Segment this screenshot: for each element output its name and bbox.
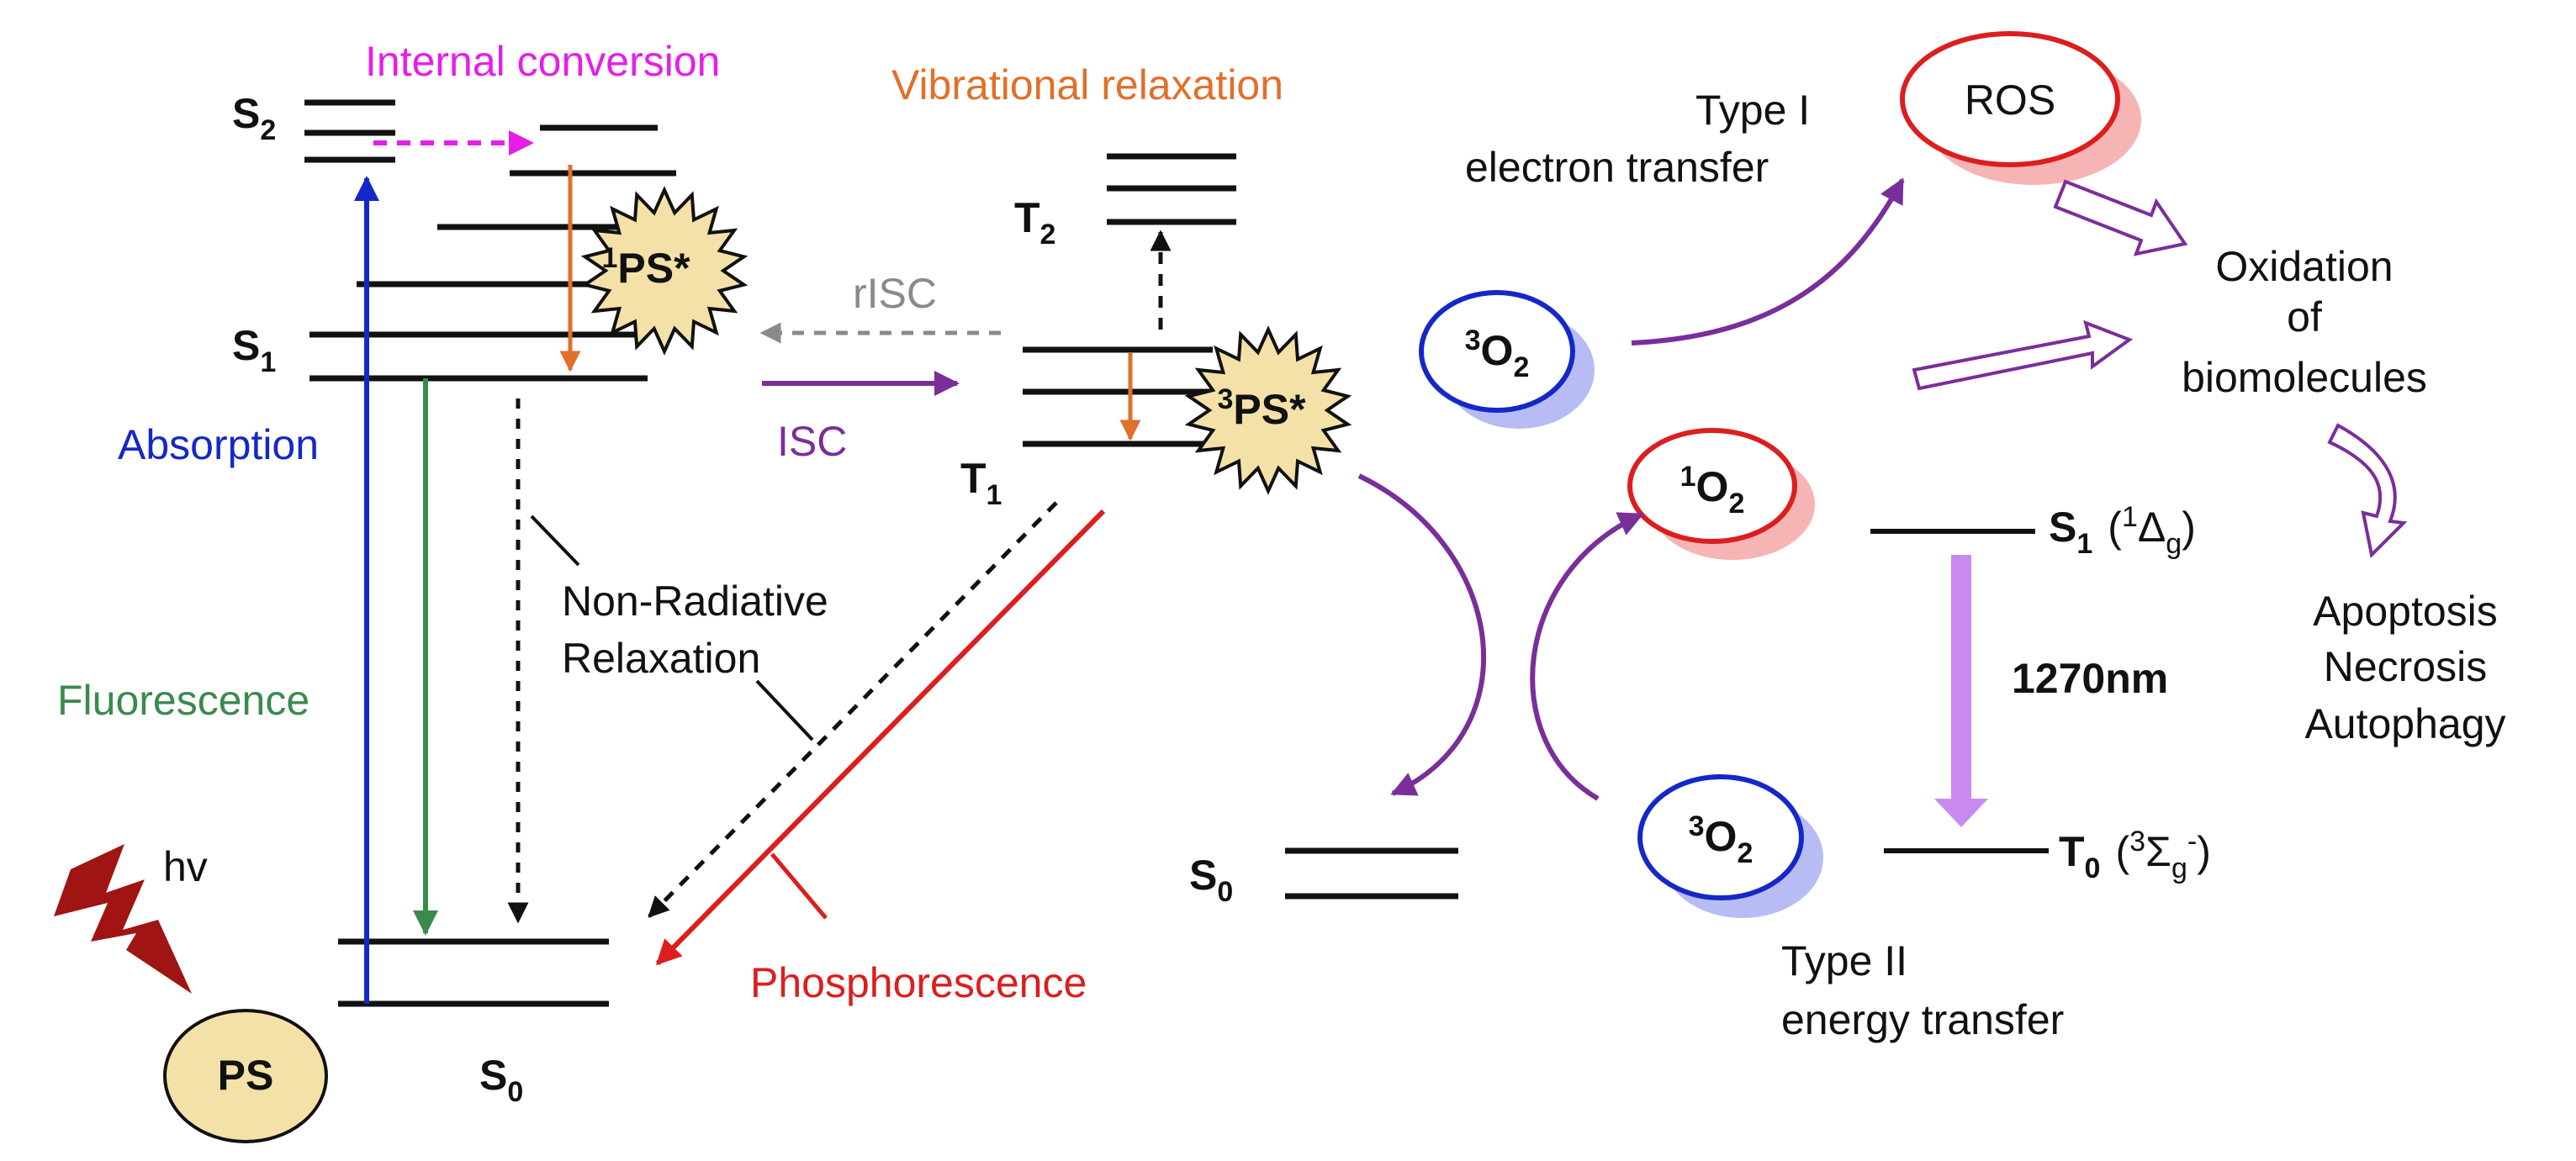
- nonradiative-pointer-2: [755, 679, 814, 741]
- type1-line1: Type I: [1695, 87, 1810, 134]
- fluorescence-label: Fluorescence: [57, 677, 309, 724]
- isc-label: ISC: [777, 418, 847, 465]
- relaxation-label: Relaxation: [562, 635, 760, 682]
- t1-levels: [1023, 346, 1213, 447]
- ps-molecule: PS: [163, 1009, 328, 1143]
- oxidation-to-outcome-arrow: [2327, 423, 2408, 559]
- type2-excitation-arrow: [1530, 512, 1644, 801]
- svg-text:3O2: 3O2: [1689, 810, 1753, 869]
- wavelength-label: 1270nm: [2012, 655, 2168, 702]
- singlet-ps-star: 1PS*: [580, 186, 748, 356]
- svg-text:ROS: ROS: [1965, 77, 2055, 124]
- emission-1270nm-arrow: [1934, 555, 1988, 827]
- t2-levels: [1107, 153, 1236, 225]
- lightning-bolt-icon: [54, 844, 192, 994]
- absorption-label: Absorption: [118, 421, 319, 468]
- outcome-apoptosis: Apoptosis: [2313, 588, 2498, 635]
- svg-text:3O2: 3O2: [1465, 325, 1530, 383]
- phosphorescence-arrow: [655, 509, 1106, 966]
- nonradiative-pointer-1: [530, 515, 580, 567]
- s2-label: S2: [232, 90, 276, 146]
- nonradiative-t1-arrow: [648, 501, 1058, 918]
- phosphorescence-label: Phosphorescence: [750, 959, 1087, 1006]
- s1-label: S1: [232, 322, 276, 378]
- t2-label: T2: [1014, 194, 1055, 251]
- s2-relaxed-levels: [510, 124, 676, 177]
- type1-line2: electron transfer: [1465, 144, 1769, 191]
- hv-label: hv: [163, 843, 208, 890]
- type2-line2: energy transfer: [1781, 996, 2064, 1043]
- s1-vibrational-levels: [309, 224, 648, 382]
- ps-s0-levels: [1285, 847, 1458, 900]
- outcome-autophagy: Autophagy: [2304, 700, 2505, 747]
- phosphorescence-pointer: [770, 852, 828, 920]
- ps-s0-label: S0: [1189, 852, 1233, 908]
- ros-to-oxidation-arrow: [2053, 179, 2188, 256]
- svg-text:3PS*: 3PS*: [1217, 383, 1306, 433]
- svg-text:1O2: 1O2: [1680, 461, 1745, 520]
- oxygen-bottom: 3O2: [1637, 774, 1823, 918]
- triplet-ps-star: 3PS*: [1184, 325, 1352, 495]
- s0-label: S0: [479, 1052, 523, 1108]
- type1-arrow: [1631, 177, 1905, 346]
- s0-levels: [338, 938, 609, 1007]
- nonradiative-label: Non-Radiative: [562, 578, 828, 625]
- s2-levels: [304, 99, 395, 163]
- oxidation-line1: Oxidation: [2215, 243, 2393, 290]
- oxidation-line2: of: [2287, 293, 2322, 340]
- oxygen-top: 3O2: [1419, 290, 1595, 429]
- svg-text:PS: PS: [218, 1052, 274, 1099]
- internal-conversion-label: Internal conversion: [365, 38, 720, 85]
- ros: ROS: [1900, 31, 2141, 185]
- o2-t0-label: T0(3Σg-): [2059, 826, 2211, 884]
- jablonski-diagram: S2 S1 S0 Internal conversion 1PS*: [54, 38, 1352, 1143]
- ps-return-arrow: [1357, 473, 1487, 796]
- oxidation-line3: biomolecules: [2182, 354, 2427, 401]
- risc-label: rISC: [853, 270, 937, 317]
- svg-text:1PS*: 1PS*: [601, 242, 690, 292]
- vibrational-relaxation-label: Vibrational relaxation: [891, 61, 1283, 108]
- singlet-to-oxidation-arrow: [1912, 319, 2134, 391]
- singlet-oxygen: 1O2: [1627, 428, 1815, 560]
- o2-s1-label: S1(1Δg): [2049, 501, 2196, 560]
- outcome-necrosis: Necrosis: [2324, 643, 2487, 690]
- photodynamic-pathways: S0 3O2 Type I electron transfer ROS Oxid…: [1189, 31, 2506, 1043]
- t1-label: T1: [960, 455, 1002, 511]
- type2-line1: Type II: [1781, 937, 1907, 984]
